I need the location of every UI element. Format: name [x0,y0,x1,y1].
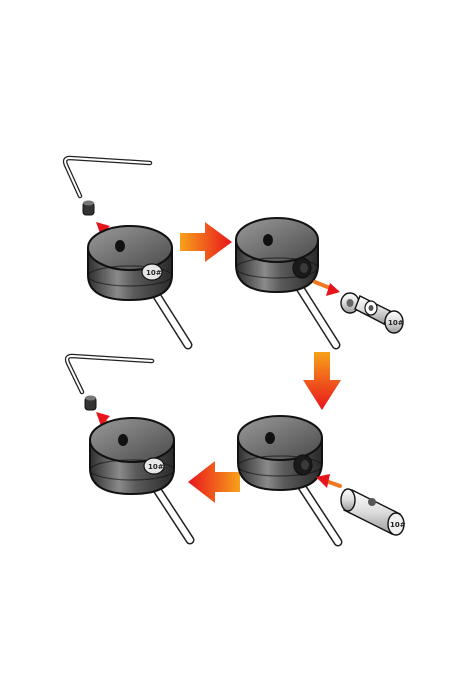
cable-hub: 10# [89,417,175,496]
part-marking: 10# [148,463,164,471]
set-screw-icon [82,200,95,216]
step-3-panel: 10# [237,415,406,547]
arrow-icon [188,461,240,503]
cable-hub [235,217,319,294]
cable-hub [237,415,323,492]
step-1-panel: 10# [62,155,193,350]
step-4-panel: 10# [64,353,195,545]
arrow-icon [316,474,342,488]
arrow-icon [180,222,232,262]
part-marking: 10# [146,269,162,277]
barrel-nipple: 10# [340,488,406,536]
step-2-panel: 10# [235,217,404,350]
arrow-icon [303,352,341,410]
arrow-icon [313,280,340,296]
cable-hub: 10# [87,225,173,302]
part-marking: 10# [388,319,404,327]
set-screw-icon [84,395,97,411]
cable-nipple: 10# [340,292,404,334]
part-marking: 10# [390,521,406,529]
